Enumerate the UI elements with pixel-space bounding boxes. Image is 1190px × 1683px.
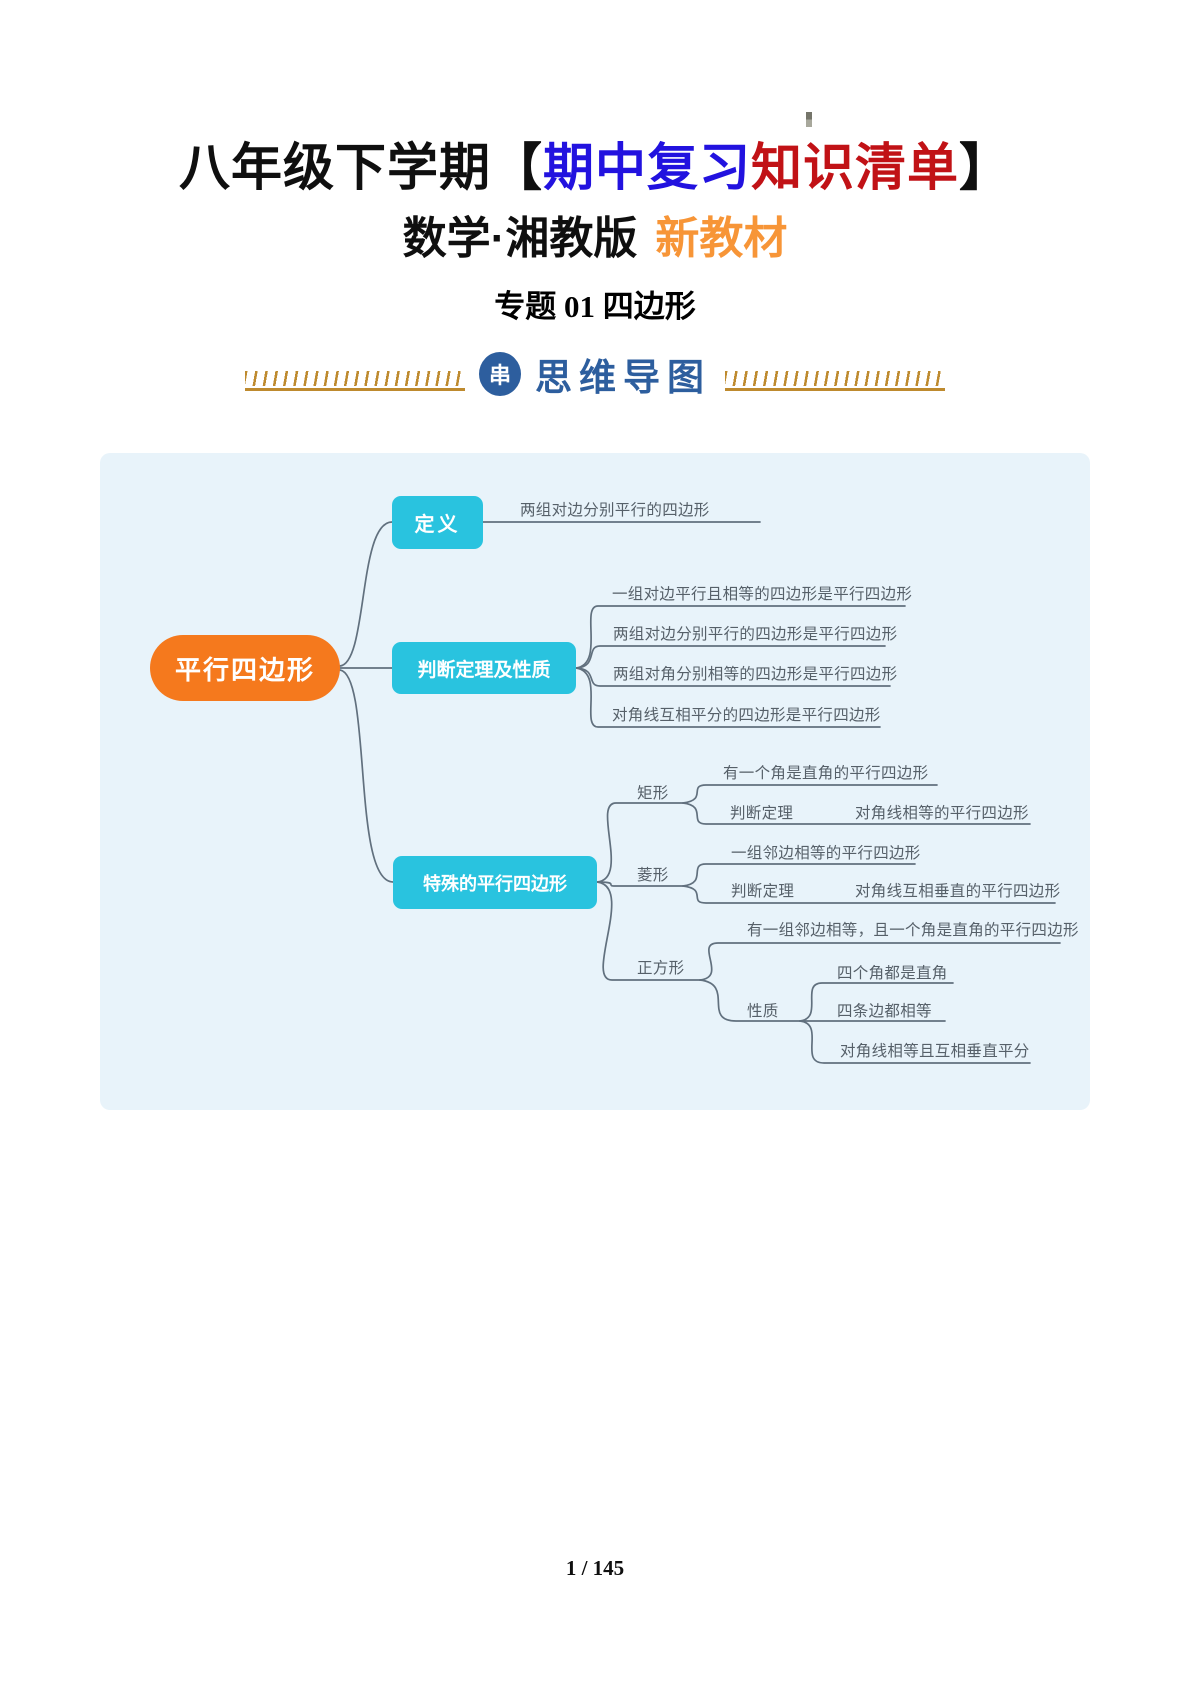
square-property-3: 对角线相等且互相垂直平分 <box>840 1043 1030 1060</box>
node-special-parallelograms: 特殊的平行四边形 <box>393 856 597 909</box>
mindmap-connectors <box>339 521 1061 1064</box>
root-node-parallelogram: 平行四边形 <box>150 635 340 701</box>
rhombus-direct-leaf: 一组邻边相等的平行四边形 <box>731 845 921 862</box>
title-black-close: 】 <box>959 139 1012 196</box>
rectangle-label: 矩形 <box>637 785 669 802</box>
judgement-item-1: 一组对边平行且相等的四边形是平行四边形 <box>612 586 913 603</box>
node-judgement-theorems: 判断定理及性质 <box>392 642 576 694</box>
chuan-logo-icon: 串 <box>479 352 521 396</box>
judgement-item-2: 两组对边分别平行的四边形是平行四边形 <box>613 626 898 643</box>
banner-hatch-right <box>725 371 945 391</box>
rhombus-judgement-leaf: 对角线互相垂直的平行四边形 <box>855 883 1061 900</box>
title-black-open: 八年级下学期【 <box>178 139 543 196</box>
rectangle-direct-leaf: 有一个角是直角的平行四边形 <box>723 765 929 782</box>
square-label: 正方形 <box>637 960 685 977</box>
subtitle-subject: 数学·湘教版 <box>402 214 638 263</box>
stray-mark <box>806 112 812 127</box>
rhombus-label: 菱形 <box>637 867 669 884</box>
page-title: 八年级下学期【期中复习知识清单】 <box>0 126 1190 200</box>
square-property-1: 四个角都是直角 <box>837 965 948 982</box>
square-properties-label: 性质 <box>747 1003 779 1020</box>
title-red-part: 知识清单 <box>751 139 960 196</box>
rectangle-judgement-leaf: 对角线相等的平行四边形 <box>855 805 1029 822</box>
section-banner: 串 思维导图 <box>0 348 1190 400</box>
topic-title: 专题 01 四边形 <box>494 289 696 324</box>
definition-leaf: 两组对边分别平行的四边形 <box>520 502 710 519</box>
rhombus-judgement-label: 判断定理 <box>731 883 795 900</box>
square-direct-leaf: 有一组邻边相等，且一个角是直角的平行四边形 <box>747 922 1079 939</box>
node-definition: 定义 <box>392 496 483 549</box>
square-property-2: 四条边都相等 <box>837 1003 932 1020</box>
banner-label: 思维导图 <box>535 355 711 399</box>
title-blue-part: 期中复习 <box>542 139 751 196</box>
mindmap-panel: 平行四边形 定义 判断定理及性质 特殊的平行四边形 两组对边分别平行的四边形 一… <box>100 453 1090 1110</box>
page-number: 1 / 145 <box>565 1556 625 1580</box>
judgement-item-4: 对角线互相平分的四边形是平行四边形 <box>612 707 881 724</box>
rectangle-judgement-label: 判断定理 <box>730 805 794 822</box>
banner-hatch-left <box>245 371 465 391</box>
page-subtitle: 数学·湘教版新教材 <box>0 202 1190 266</box>
subtitle-edition: 新教材 <box>655 214 788 263</box>
judgement-item-3: 两组对角分别相等的四边形是平行四边形 <box>613 666 898 683</box>
